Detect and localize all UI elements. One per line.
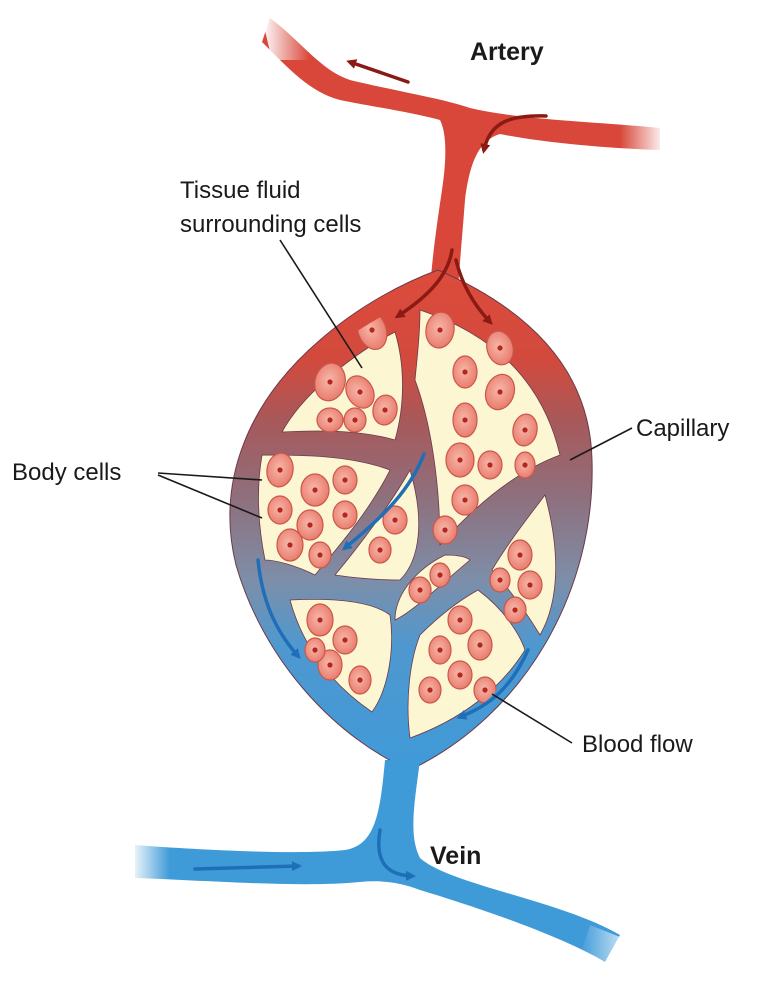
body-cell [317,408,343,432]
body-cell [307,604,333,636]
label-artery: Artery [470,38,544,66]
body-cell [518,571,542,599]
body-cell [369,537,391,563]
label-body-cells: Body cells [12,459,121,486]
body-cell [452,485,478,515]
body-cell [448,661,472,689]
body-cell [409,577,431,603]
body-cell [433,516,457,544]
body-cell [429,636,451,664]
artery [262,18,660,290]
arrow-artery-left [350,62,408,82]
body-cell [333,501,357,529]
body-cell [430,563,450,587]
body-cell [333,466,357,494]
label-blood-flow: Blood flow [582,731,693,758]
body-cell [349,666,371,694]
label-vein: Vein [430,842,481,870]
body-cell [515,452,535,478]
label-tissue-fluid-line1: Tissue fluid [180,177,301,204]
body-cell [453,403,477,437]
body-cell [448,606,472,634]
body-cell [508,540,532,570]
body-cell [309,542,331,568]
body-cell [305,638,325,662]
body-cell [419,677,441,703]
leader-blood-flow [492,694,572,743]
body-cell [478,451,502,479]
body-cell [490,568,510,592]
label-capillary: Capillary [636,415,729,442]
body-cell [301,474,329,506]
body-cell [268,496,292,524]
body-cell [333,626,357,654]
body-cell [504,597,526,623]
body-cell [446,443,474,477]
label-tissue-fluid-line2: surrounding cells [180,211,361,238]
vein [135,760,620,962]
body-cell [453,356,477,388]
body-cell [468,630,492,660]
body-cell [344,408,366,432]
body-cell [277,529,303,561]
